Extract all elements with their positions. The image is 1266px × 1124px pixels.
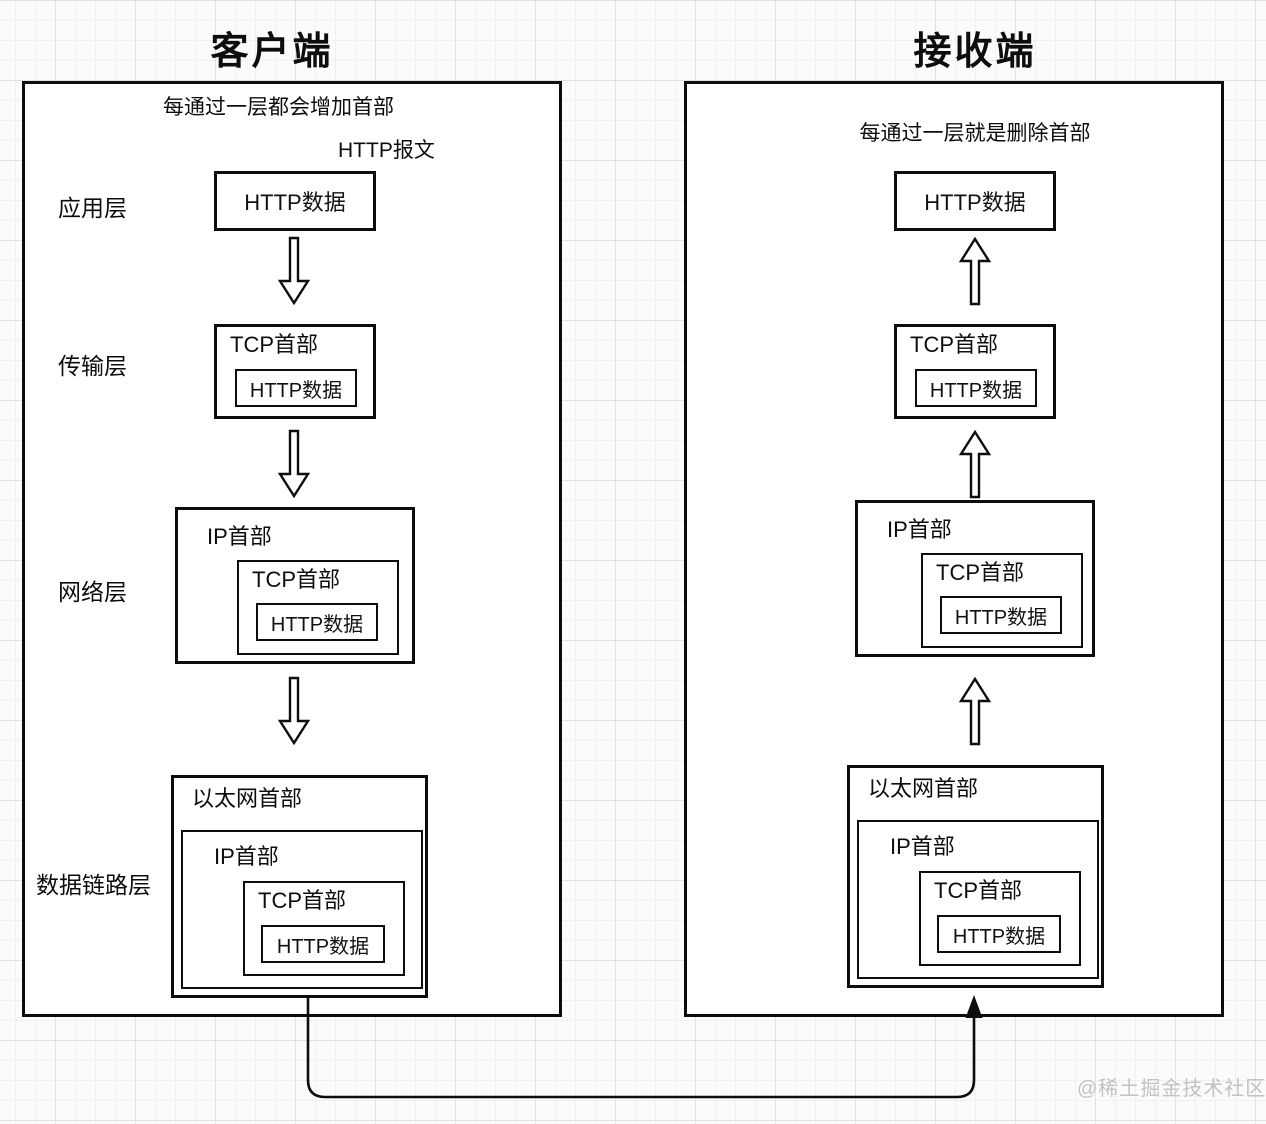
watermark: @稀土掘金技术社区 bbox=[1077, 1078, 1266, 1100]
receiver-tcp-box: TCP首部 HTTP数据 bbox=[894, 324, 1056, 419]
receiver-ip-tcp-box: TCP首部 HTTP数据 bbox=[921, 553, 1083, 648]
receiver-eth-ip-tcp-box: TCP首部 HTTP数据 bbox=[919, 871, 1081, 966]
client-tcp-box: TCP首部 HTTP数据 bbox=[214, 324, 376, 419]
up-arrow-icon bbox=[958, 676, 992, 746]
tcp-header-label: TCP首部 bbox=[252, 567, 341, 592]
down-arrow-icon bbox=[277, 676, 311, 746]
client-ip-box: IP首部 TCP首部 HTTP数据 bbox=[175, 507, 415, 664]
receiver-ip-tcp-http-box: HTTP数据 bbox=[940, 596, 1062, 634]
receiver-tcp-http-box: HTTP数据 bbox=[915, 369, 1037, 407]
http-data-label: HTTP数据 bbox=[249, 379, 343, 402]
http-data-label: HTTP数据 bbox=[244, 190, 346, 215]
http-data-label: HTTP数据 bbox=[929, 379, 1023, 402]
http-data-label: HTTP数据 bbox=[270, 613, 364, 636]
client-http-data-box: HTTP数据 bbox=[214, 171, 376, 231]
tcp-header-label: TCP首部 bbox=[910, 332, 999, 357]
client-tcp-http-box: HTTP数据 bbox=[235, 369, 357, 407]
receiver-http-data-box: HTTP数据 bbox=[894, 171, 1056, 231]
client-caption: 每通过一层都会增加首部 bbox=[163, 96, 394, 119]
http-data-label: HTTP数据 bbox=[276, 935, 370, 958]
tcp-header-label: TCP首部 bbox=[258, 888, 347, 913]
http-data-label: HTTP数据 bbox=[954, 606, 1048, 629]
receiver-eth-box: 以太网首部 IP首部 TCP首部 HTTP数据 bbox=[847, 765, 1104, 988]
eth-header-label: 以太网首部 bbox=[868, 776, 979, 801]
tcp-header-label: TCP首部 bbox=[230, 332, 319, 357]
receiver-eth-ip-box: IP首部 TCP首部 HTTP数据 bbox=[857, 820, 1099, 979]
down-arrow-icon bbox=[277, 236, 311, 306]
up-arrow-icon bbox=[958, 236, 992, 306]
tcp-header-label: TCP首部 bbox=[934, 878, 1023, 903]
up-arrow-icon bbox=[958, 429, 992, 499]
client-http-message-label: HTTP报文 bbox=[338, 139, 435, 162]
tcp-header-label: TCP首部 bbox=[936, 560, 1025, 585]
client-ip-tcp-http-box: HTTP数据 bbox=[256, 603, 378, 641]
http-data-label: HTTP数据 bbox=[952, 925, 1046, 948]
http-data-label: HTTP数据 bbox=[924, 190, 1026, 215]
client-eth-box: 以太网首部 IP首部 TCP首部 HTTP数据 bbox=[171, 775, 428, 998]
ip-header-label: IP首部 bbox=[890, 834, 955, 859]
client-eth-ip-tcp-box: TCP首部 HTTP数据 bbox=[243, 881, 405, 976]
client-title: 客户端 bbox=[210, 31, 334, 73]
client-eth-ip-box: IP首部 TCP首部 HTTP数据 bbox=[181, 830, 423, 989]
client-eth-ip-tcp-http-box: HTTP数据 bbox=[261, 925, 385, 963]
eth-header-label: 以太网首部 bbox=[192, 786, 303, 811]
down-arrow-icon bbox=[277, 429, 311, 499]
client-ip-tcp-box: TCP首部 HTTP数据 bbox=[237, 560, 399, 655]
layer-label-network: 网络层 bbox=[58, 579, 127, 605]
layer-label-application: 应用层 bbox=[58, 195, 127, 221]
receiver-ip-box: IP首部 TCP首部 HTTP数据 bbox=[855, 500, 1095, 657]
ip-header-label: IP首部 bbox=[887, 517, 952, 542]
receiver-title: 接收端 bbox=[913, 31, 1037, 73]
ip-header-label: IP首部 bbox=[207, 524, 272, 549]
ip-header-label: IP首部 bbox=[214, 844, 279, 869]
layer-label-transport: 传输层 bbox=[58, 353, 127, 379]
receiver-caption: 每通过一层就是删除首部 bbox=[859, 122, 1091, 145]
receiver-eth-ip-tcp-http-box: HTTP数据 bbox=[937, 915, 1061, 953]
layer-label-datalink: 数据链路层 bbox=[36, 872, 151, 898]
